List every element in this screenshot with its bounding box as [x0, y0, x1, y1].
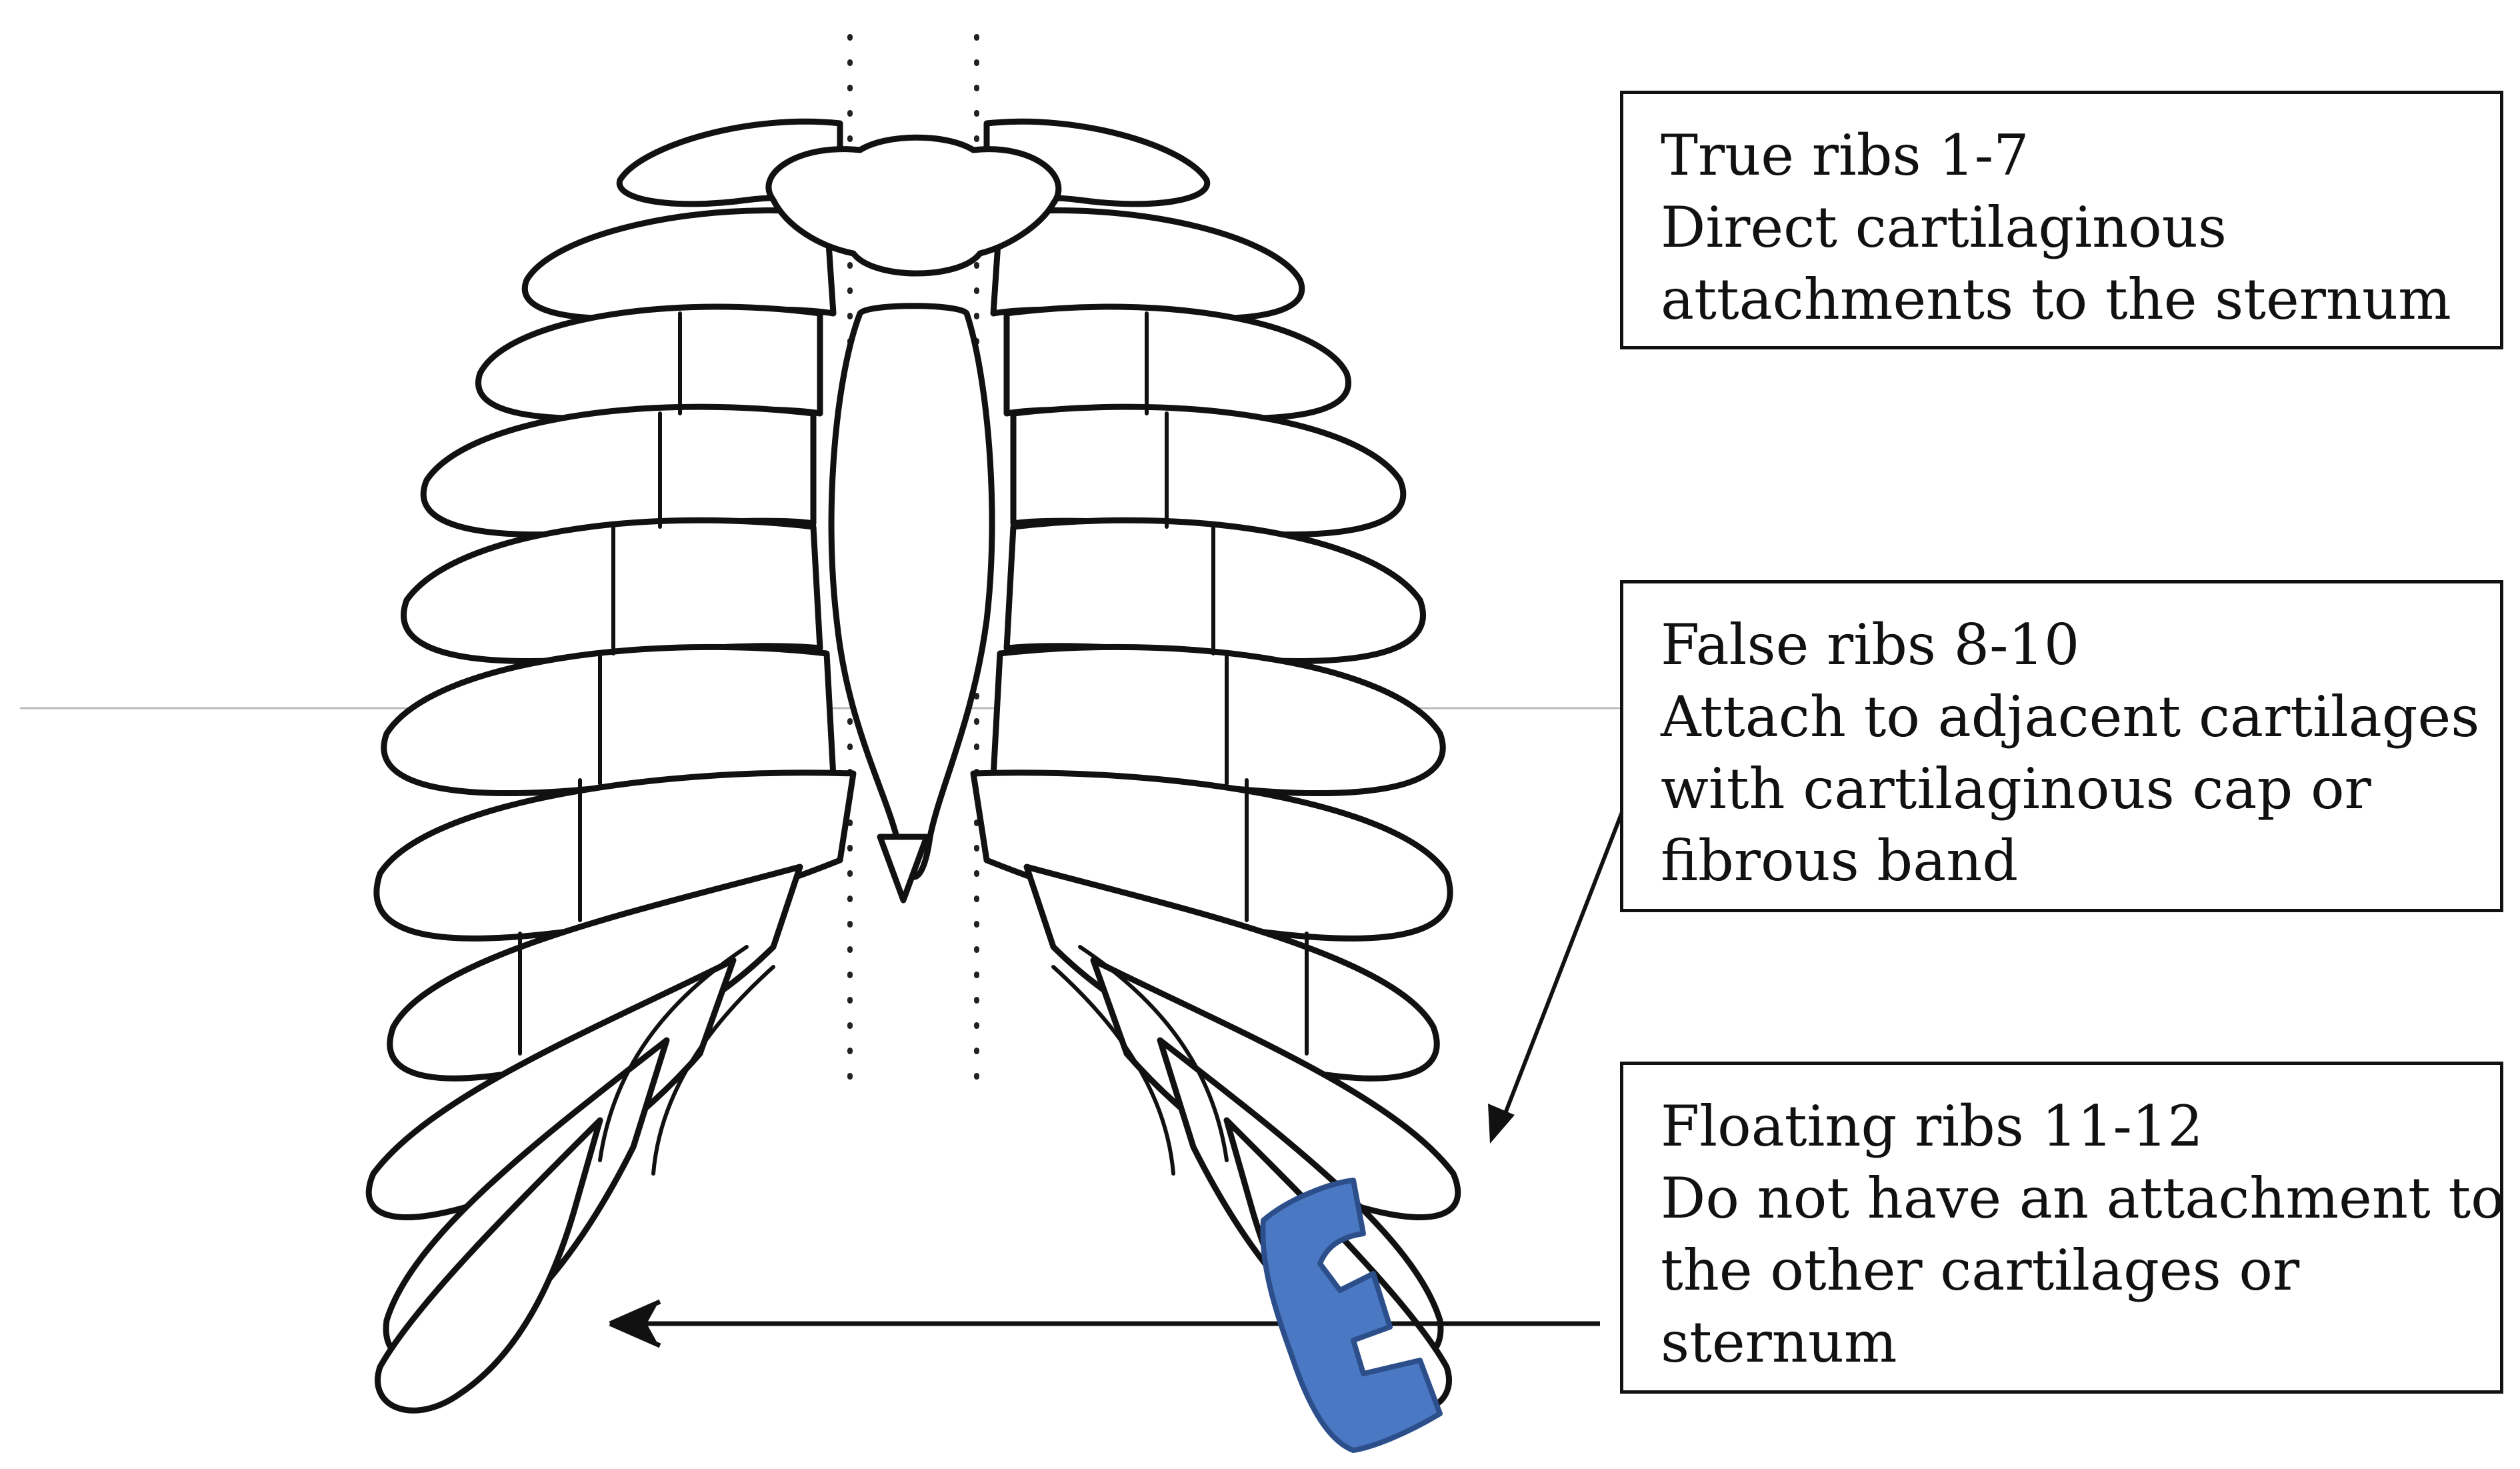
floating-ribs-arrow — [609, 1299, 1600, 1348]
floating-ribs-label-box: Floating ribs 11-12 Do not have an attac… — [1620, 1062, 2505, 1394]
false-ribs-desc-1: Attach to adjacent cartilages — [1661, 684, 2480, 750]
true-ribs-desc-1: Direct cartilaginous — [1661, 195, 2227, 260]
right-ribs — [970, 118, 1461, 1414]
false-ribs-label-box: False ribs 8-10 Attach to adjacent carti… — [1620, 580, 2503, 912]
true-ribs-title: True ribs 1-7 — [1661, 123, 2029, 188]
ribcage-icon — [365, 118, 1461, 1414]
manubrium — [765, 134, 1062, 277]
floating-ribs-title: Floating ribs 11-12 — [1661, 1094, 2203, 1159]
true-ribs-label-box: True ribs 1-7 Direct cartilaginous attac… — [1620, 91, 2503, 349]
sternum — [828, 303, 995, 880]
false-ribs-title: False ribs 8-10 — [1661, 612, 2080, 677]
xiphoid-process — [877, 834, 930, 904]
false-ribs-desc-2: with cartilaginous cap or — [1661, 756, 2371, 822]
false-ribs-arrow — [1488, 799, 1629, 1144]
floating-ribs-desc-2: the other cartilages or — [1661, 1238, 2300, 1303]
floating-ribs-desc-3: sternum — [1661, 1310, 1897, 1375]
true-ribs-desc-2: attachments to the sternum — [1661, 267, 2451, 332]
left-ribs — [365, 118, 857, 1414]
blue-c-marker-icon — [1260, 1178, 1443, 1453]
false-ribs-desc-3: fibrous band — [1661, 828, 2019, 894]
floating-ribs-desc-1: Do not have an attachment to — [1661, 1166, 2505, 1231]
